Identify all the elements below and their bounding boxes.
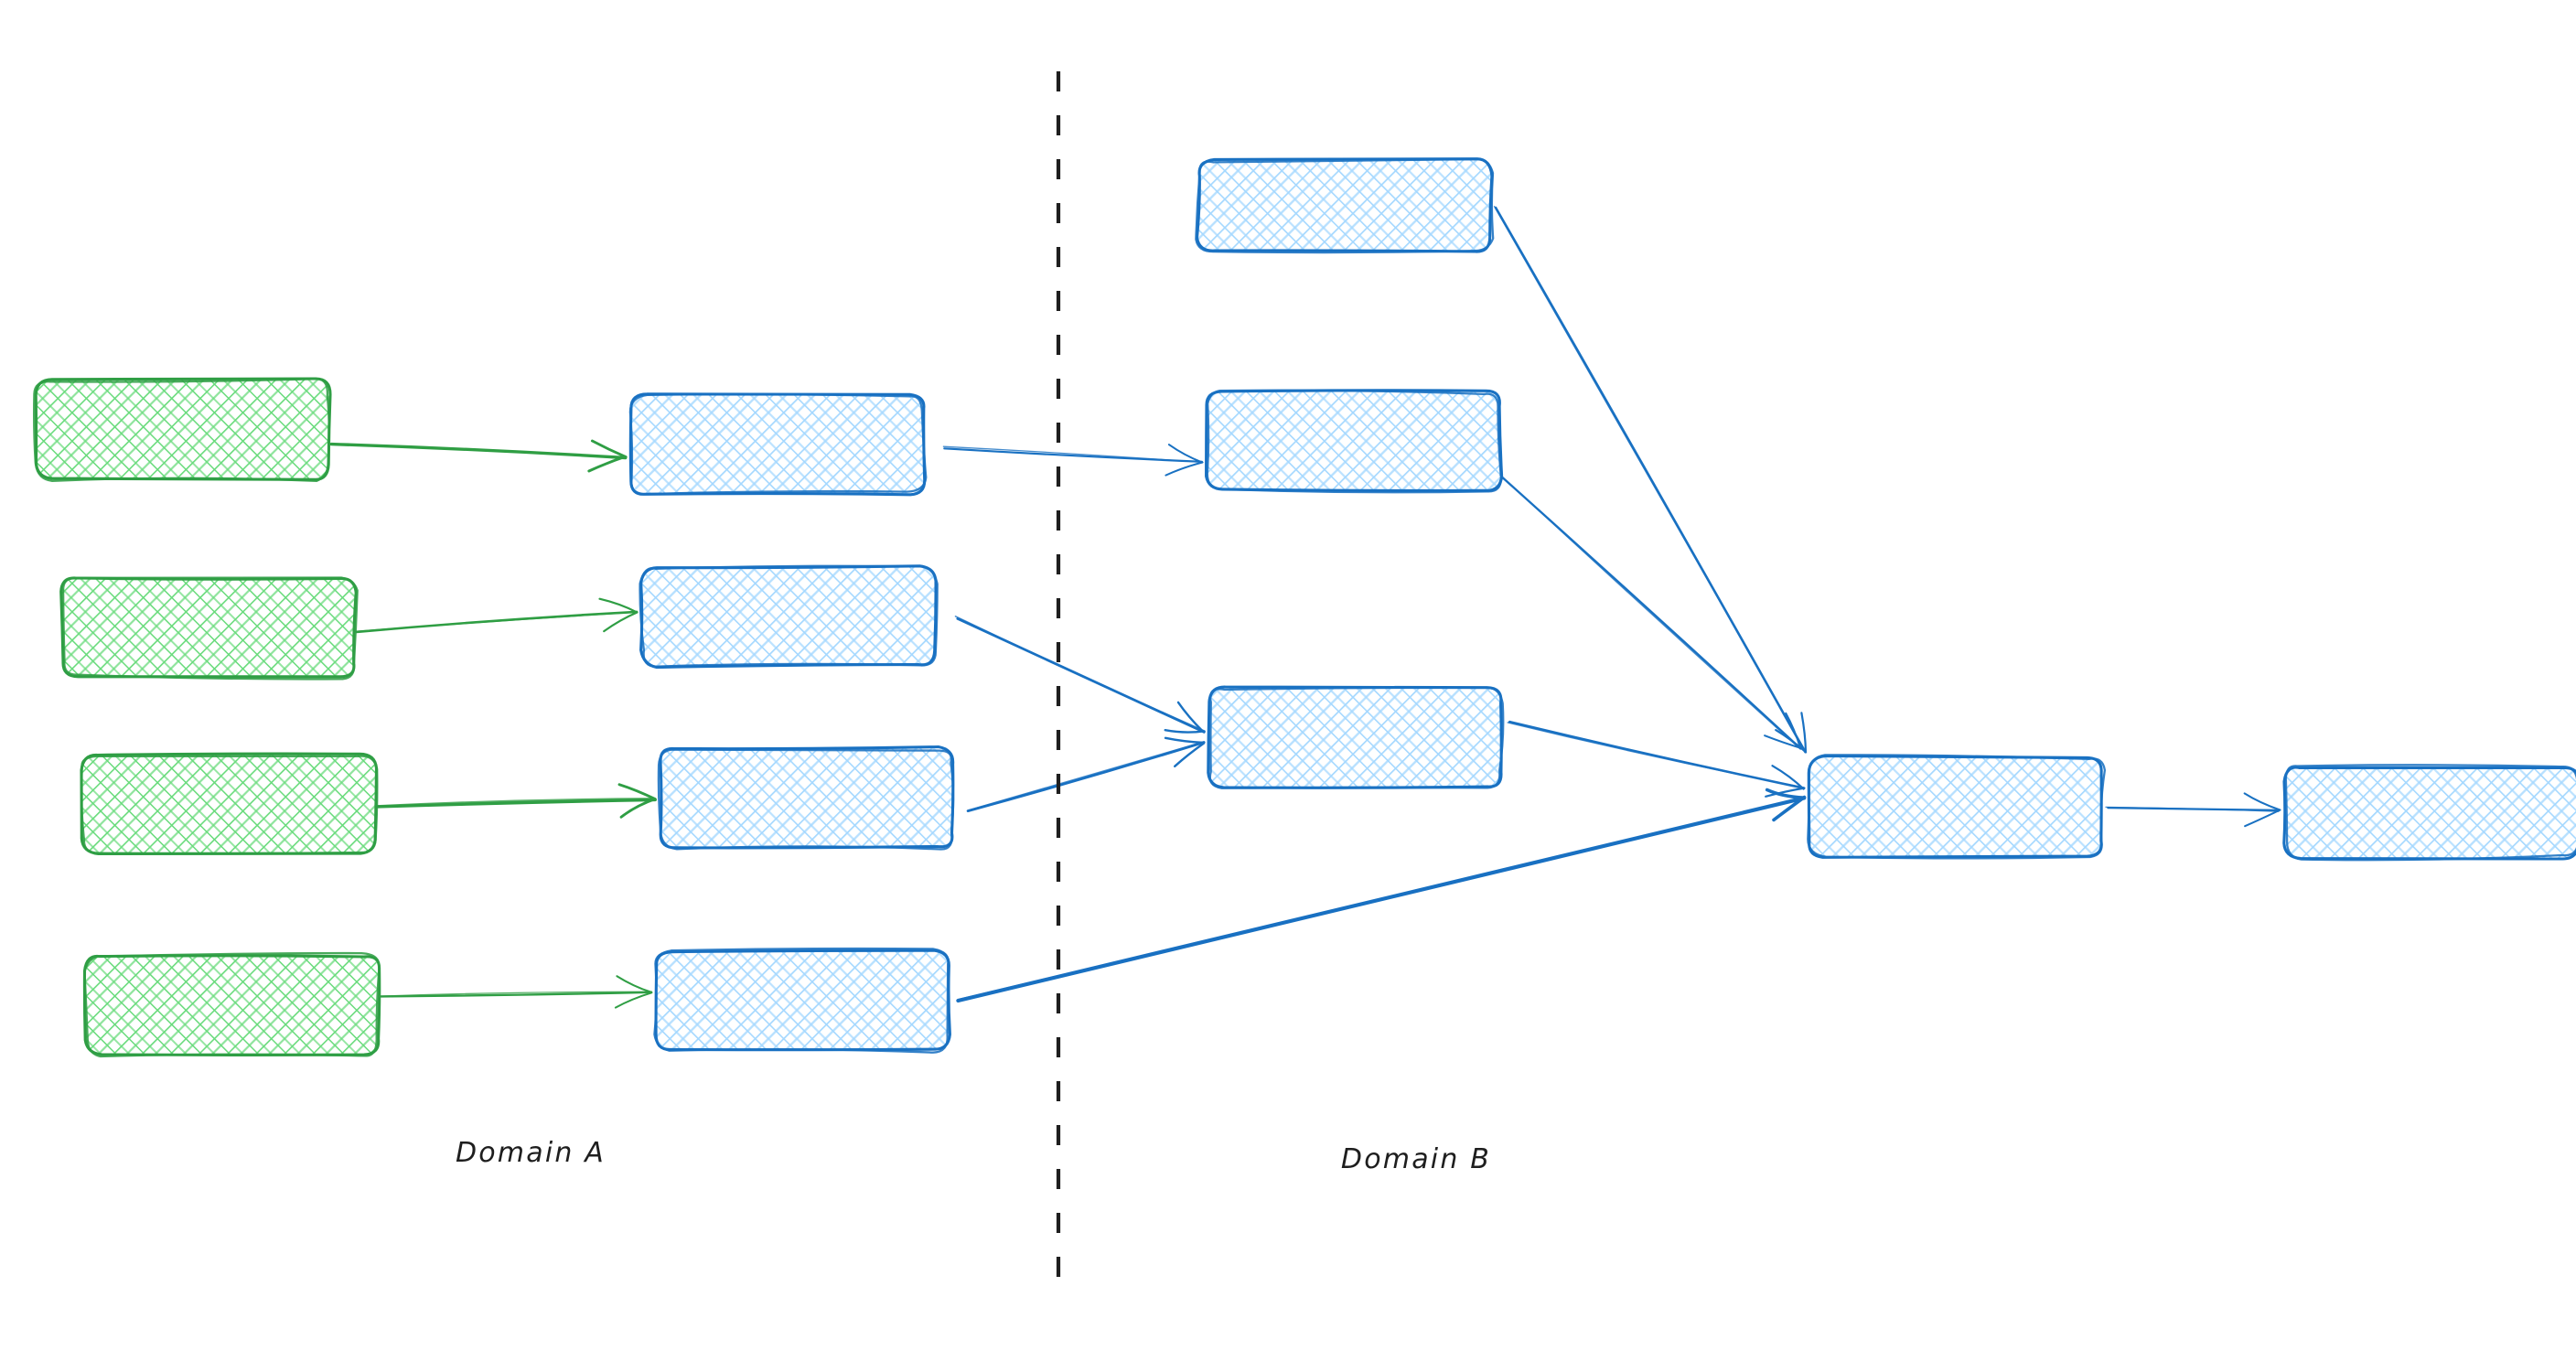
node-fill-a-src-3: [82, 755, 375, 853]
node-a-proc-3[interactable]: [657, 745, 955, 851]
node-outline-a-proc-2: [639, 564, 939, 668]
edge-b-node-3-to-b-hub: [1507, 720, 1806, 798]
node-outline-a-src-3: [80, 755, 379, 855]
label-layer: Domain A Domain B: [456, 1137, 1491, 1175]
edge-shaft: [954, 616, 1206, 733]
node-fill-a-src-4: [86, 956, 379, 1055]
edge-a-proc-1-to-b-node-2: [942, 444, 1204, 477]
edge-shaft: [966, 741, 1206, 812]
edge-arrowhead-lower: [1785, 712, 1802, 750]
node-outline-b-node-3: [1208, 686, 1505, 789]
edge-arrowhead-lower: [616, 975, 652, 993]
edge-a-proc-4-to-b-hub: [956, 788, 1807, 1003]
edge-arrowhead-lower: [2243, 792, 2281, 811]
edge-b-node-1-to-b-hub: [1493, 205, 1808, 754]
node-fill-b-node-1: [1198, 160, 1491, 252]
edge-arrowhead-upper: [2244, 809, 2281, 828]
edge-shaft: [377, 798, 656, 808]
edge-arrowhead-lower: [1771, 765, 1805, 790]
edge-shaft: [353, 611, 637, 633]
edge-arrowhead-lower: [1800, 712, 1808, 754]
label-domain-b: Domain B: [1341, 1143, 1491, 1175]
node-a-proc-4[interactable]: [653, 947, 951, 1054]
edge-shaft: [380, 991, 653, 998]
node-fill-a-proc-3: [660, 748, 953, 847]
node-fill-b-sink: [2285, 766, 2576, 858]
node-outline-a-src-2: [59, 576, 358, 679]
node-outline-b-sink: [2284, 764, 2576, 862]
edge-a-src-1-to-a-proc-1: [327, 439, 628, 473]
edge-a-proc-3-to-b-node-3: [966, 736, 1206, 812]
edge-arrowhead-lower: [1167, 444, 1203, 464]
edge-arrowhead-upper: [1174, 742, 1206, 767]
edge-layer: [327, 205, 2281, 1009]
node-outline-a-src-2: [61, 576, 359, 681]
node-a-proc-1[interactable]: [628, 392, 928, 497]
edge-a-src-2-to-a-proc-2: [353, 597, 639, 634]
edge-shaft: [1507, 722, 1805, 788]
edge-shaft: [2105, 806, 2280, 812]
node-outline-b-node-1: [1195, 157, 1495, 254]
node-outline-a-proc-4: [653, 947, 950, 1054]
edge-arrowhead-upper: [587, 455, 627, 473]
edge-a-src-4-to-a-proc-4: [379, 975, 653, 1009]
node-layer: [32, 157, 2576, 1058]
edge-arrowhead-lower: [590, 439, 628, 459]
edge-arrowhead-lower: [1765, 788, 1806, 799]
node-fill-a-src-1: [37, 380, 329, 478]
node-outline-a-src-4: [82, 954, 381, 1056]
node-outline-a-src-4: [83, 951, 381, 1058]
label-domain-a: Domain A: [456, 1137, 606, 1169]
node-outline-a-proc-3: [659, 745, 955, 850]
node-fill-a-proc-1: [631, 395, 924, 494]
node-a-proc-2[interactable]: [639, 564, 939, 670]
edge-arrowhead-upper: [603, 611, 639, 633]
node-a-src-1[interactable]: [32, 377, 332, 482]
node-fill-b-node-3: [1209, 688, 1502, 787]
edge-shaft: [376, 798, 657, 809]
node-fill-a-proc-4: [657, 951, 950, 1050]
edge-shaft: [1493, 205, 1808, 754]
edge-shaft: [956, 797, 1806, 1002]
edge-arrowhead-upper: [1165, 461, 1204, 477]
edge-a-proc-2-to-b-node-3: [954, 616, 1206, 734]
node-outline-a-proc-3: [657, 748, 955, 851]
node-fill-a-src-2: [62, 578, 355, 677]
node-outline-b-hub: [1807, 754, 2107, 860]
node-outline-a-src-1: [32, 378, 331, 482]
node-outline-b-sink: [2282, 766, 2576, 861]
edge-arrowhead-upper: [1164, 729, 1206, 734]
node-fill-b-node-2: [1208, 391, 1500, 490]
node-outline-b-node-2: [1206, 389, 1502, 494]
node-a-src-2[interactable]: [59, 576, 359, 681]
edge-arrowhead-lower: [617, 783, 657, 801]
edge-shaft: [967, 741, 1204, 811]
node-fill-b-hub: [1809, 757, 2102, 856]
edge-arrowhead-upper: [614, 991, 653, 1009]
node-a-src-3[interactable]: [80, 752, 379, 856]
node-b-node-1[interactable]: [1195, 157, 1495, 254]
edge-arrowhead-upper: [619, 798, 657, 819]
edge-a-src-3-to-a-proc-3: [376, 783, 657, 819]
edge-b-node-2-to-b-hub: [1499, 474, 1802, 750]
edge-shaft: [327, 443, 626, 460]
node-fill-a-proc-2: [642, 567, 935, 666]
node-b-node-2[interactable]: [1205, 389, 1504, 494]
node-b-sink[interactable]: [2282, 764, 2576, 862]
node-outline-a-proc-1: [628, 392, 927, 497]
edge-arrowhead-upper: [1765, 787, 1806, 798]
edge-shaft: [1499, 474, 1801, 750]
node-b-node-3[interactable]: [1207, 685, 1505, 789]
node-a-src-4[interactable]: [82, 951, 381, 1058]
edge-b-hub-to-b-sink: [2105, 792, 2281, 828]
node-b-hub[interactable]: [1807, 754, 2107, 860]
node-outline-a-proc-1: [628, 392, 928, 496]
edge-arrowhead-lower: [1176, 701, 1205, 734]
edge-arrowhead-lower: [1164, 736, 1205, 745]
edge-arrowhead-lower: [598, 597, 638, 614]
edge-arrowhead-upper: [1764, 734, 1801, 749]
edge-shaft: [379, 991, 653, 997]
edge-shaft: [942, 445, 1203, 464]
